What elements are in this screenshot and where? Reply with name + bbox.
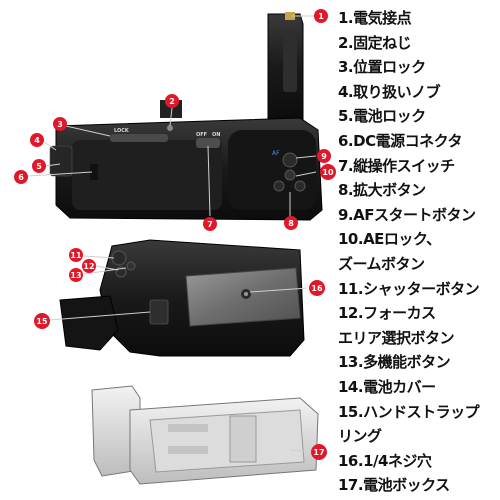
- badge-7: 7: [203, 217, 217, 231]
- badge-6: 6: [14, 170, 28, 184]
- legend-item: エリア選択ボタン: [338, 328, 455, 347]
- legend-item: 7.縦操作スイッチ: [338, 156, 455, 175]
- badge-12: 12: [82, 259, 96, 273]
- legend-item: 6.DC電源コネクタ: [338, 131, 463, 150]
- legend-item: 2.固定ねじ: [338, 33, 412, 52]
- badge-2: 2: [165, 94, 179, 108]
- leader-lines: [27, 15, 317, 453]
- legend-item: 10.AEロック、: [338, 230, 441, 249]
- legend-item: 9.AFスタートボタン: [338, 205, 476, 224]
- svg-text:12: 12: [83, 262, 94, 271]
- lock-marking: LOCK: [114, 128, 130, 134]
- legend-item: 1.電気接点: [338, 9, 412, 27]
- on-marking: ON: [212, 132, 220, 138]
- svg-text:3: 3: [57, 120, 63, 129]
- svg-text:16: 16: [311, 284, 323, 293]
- badge-13: 13: [69, 268, 83, 282]
- badge-10: 10: [320, 164, 336, 180]
- svg-text:9: 9: [321, 152, 327, 161]
- svg-text:11: 11: [70, 251, 82, 260]
- badge-1: 1: [314, 9, 328, 23]
- off-marking: OFF: [196, 132, 207, 138]
- badge-16: 16: [309, 280, 325, 296]
- legend-item: 14.電池カバー: [338, 377, 436, 396]
- legend-item: 17.電池ボックス: [338, 476, 450, 495]
- badge-5: 5: [32, 159, 46, 173]
- parts-legend: 1.電気接点 2.固定ねじ 3.位置ロック 4.取り扱いノブ 5.電池ロック 6…: [338, 6, 500, 498]
- legend-item: 3.位置ロック: [338, 58, 426, 77]
- legend-item: 4.取り扱いノブ: [338, 82, 441, 101]
- svg-text:10: 10: [322, 168, 334, 177]
- legend-item: 12.フォーカス: [338, 304, 436, 323]
- battery-grip-front-view: LOCK OFF ON AF: [49, 12, 323, 221]
- legend-item: ズームボタン: [338, 254, 425, 273]
- badge-9: 9: [317, 149, 331, 163]
- battery-grip-rear-view: [59, 239, 305, 357]
- svg-text:AF: AF: [272, 150, 280, 157]
- badge-17: 17: [311, 444, 327, 460]
- badge-15: 15: [34, 313, 50, 329]
- badge-11: 11: [69, 248, 83, 262]
- battery-magazine: [91, 385, 319, 485]
- legend-item: 11.シャッターボタン: [338, 279, 480, 298]
- legend-item: 15.ハンドストラップ: [338, 402, 480, 421]
- badge-8: 8: [284, 216, 298, 230]
- svg-text:1: 1: [318, 12, 324, 21]
- svg-text:2: 2: [169, 97, 175, 106]
- legend-item: 5.電池ロック: [338, 107, 426, 126]
- svg-text:8: 8: [288, 219, 294, 228]
- svg-text:15: 15: [36, 317, 48, 326]
- badge-3: 3: [53, 117, 67, 131]
- electrical-contact: [285, 12, 295, 20]
- svg-text:7: 7: [207, 220, 213, 229]
- legend-item: リング: [338, 427, 382, 446]
- svg-text:13: 13: [70, 271, 81, 280]
- svg-text:17: 17: [313, 448, 324, 457]
- svg-text:6: 6: [18, 173, 24, 182]
- svg-text:5: 5: [36, 162, 42, 171]
- legend-item: 13.多機能ボタン: [338, 353, 451, 372]
- svg-text:4: 4: [34, 136, 40, 145]
- badge-4: 4: [30, 133, 44, 147]
- callout-badges: 1 2 3 4 5 6 7 8 9 10 11 12 13 15 16 17: [14, 9, 336, 460]
- legend-item: 8.拡大ボタン: [338, 181, 426, 200]
- legend-item: 16.1/4ネジ穴: [338, 451, 432, 470]
